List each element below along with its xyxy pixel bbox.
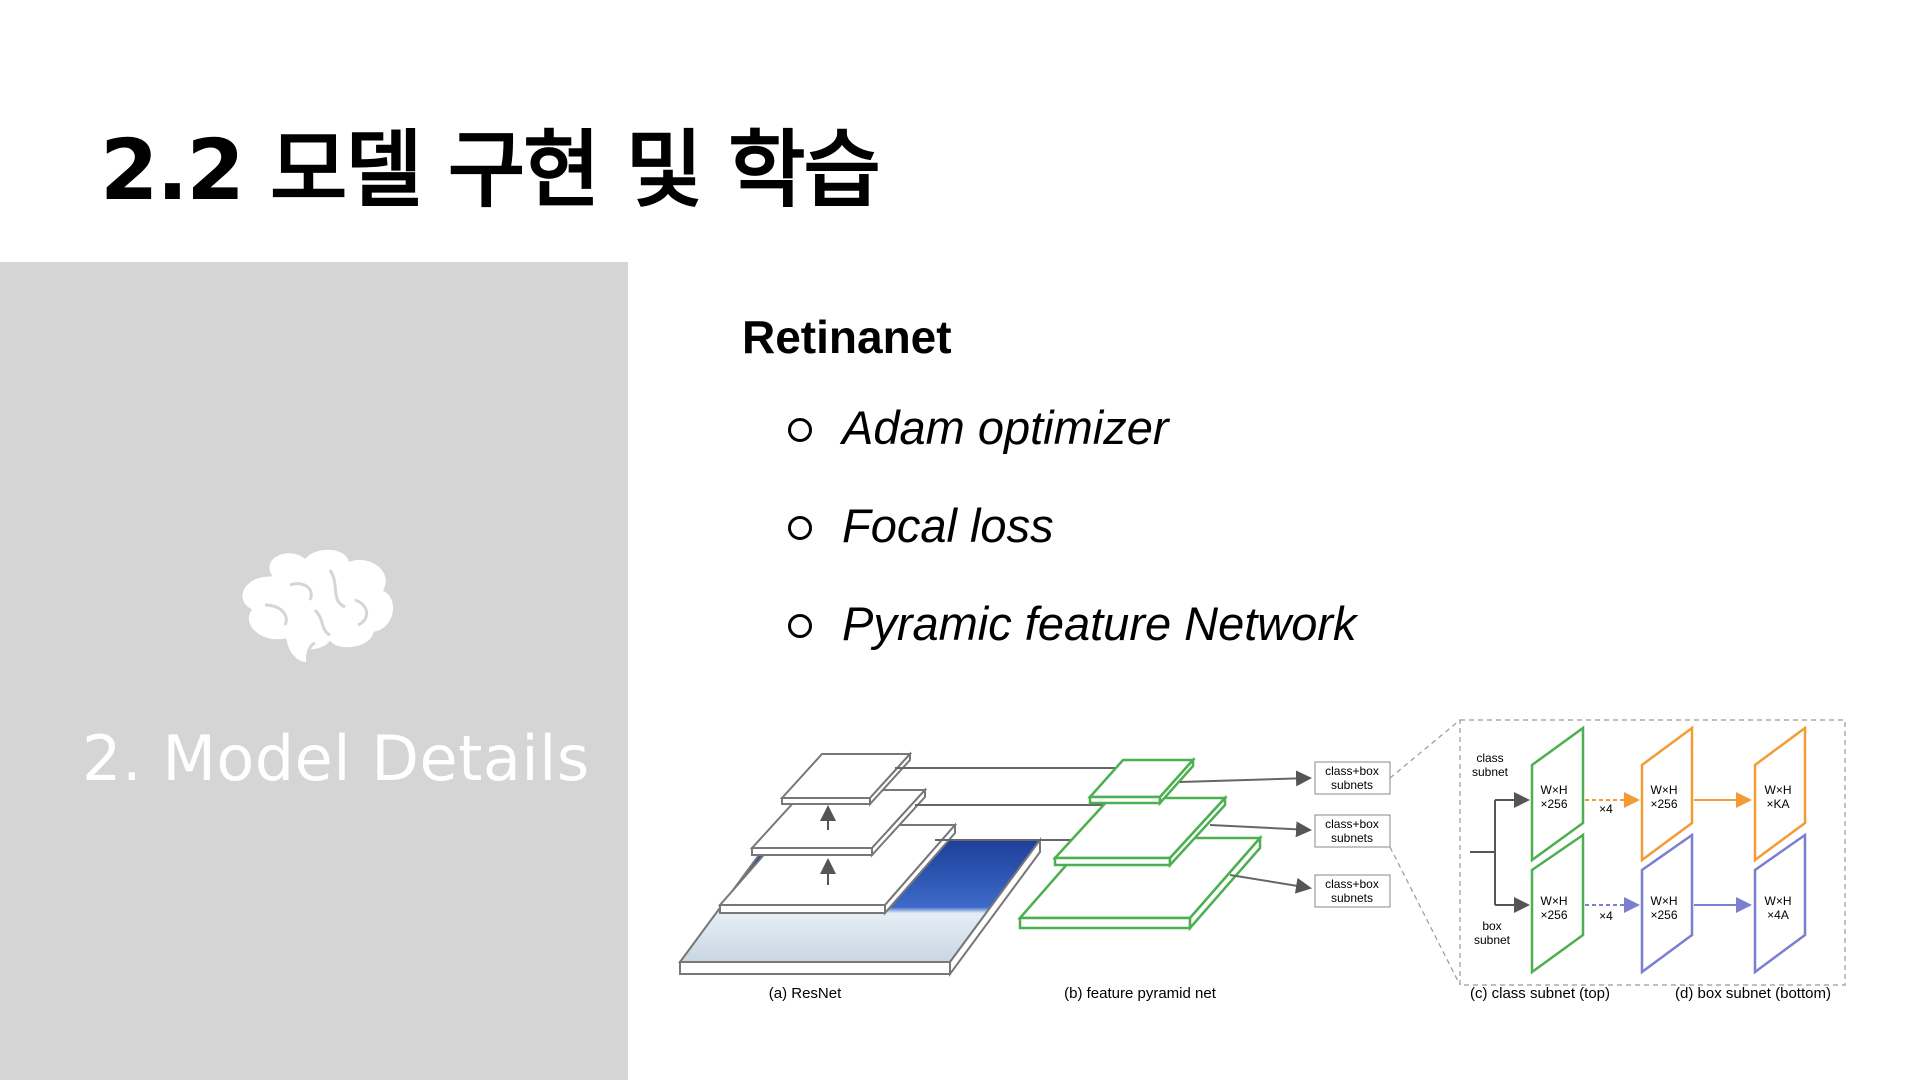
bullet-circle-icon bbox=[788, 418, 812, 442]
svg-text:class: class bbox=[1476, 751, 1503, 765]
bullet-circle-icon bbox=[788, 614, 812, 638]
bullet-text: Pyramic feature Network bbox=[842, 597, 1357, 650]
svg-text:W×H: W×H bbox=[1541, 894, 1568, 908]
svg-text:subnets: subnets bbox=[1331, 778, 1373, 792]
subnet-boxes: class+box subnets class+box subnets clas… bbox=[1314, 761, 1391, 908]
bullet-list: Adam optimizer Focal loss Pyramic featur… bbox=[788, 400, 1357, 694]
section-panel bbox=[0, 262, 628, 1080]
bullet-item: Pyramic feature Network bbox=[788, 596, 1357, 694]
caption-resnet: (a) ResNet bbox=[769, 985, 842, 1002]
subtitle: Retinanet bbox=[742, 311, 952, 363]
caption-fpn: (b) feature pyramid net bbox=[1064, 985, 1217, 1002]
svg-text:×KA: ×KA bbox=[1766, 797, 1789, 811]
bullet-text: Adam optimizer bbox=[842, 401, 1169, 454]
retinanet-diagram: class+box subnets class+box subnets clas… bbox=[678, 719, 1846, 1002]
bullet-item: Adam optimizer bbox=[788, 400, 1357, 498]
svg-text:W×H: W×H bbox=[1651, 894, 1678, 908]
svg-text:×256: ×256 bbox=[1540, 797, 1567, 811]
svg-text:×256: ×256 bbox=[1650, 908, 1677, 922]
svg-text:×256: ×256 bbox=[1650, 797, 1677, 811]
bullet-item: Focal loss bbox=[788, 498, 1357, 596]
svg-text:subnet: subnet bbox=[1474, 933, 1511, 947]
feature-pyramid bbox=[1017, 756, 1263, 932]
brain-icon bbox=[239, 546, 396, 665]
svg-text:subnets: subnets bbox=[1331, 831, 1373, 845]
svg-text:W×H: W×H bbox=[1541, 783, 1568, 797]
svg-text:×4: ×4 bbox=[1599, 802, 1613, 816]
bullet-text: Focal loss bbox=[842, 499, 1054, 552]
svg-text:×256: ×256 bbox=[1540, 908, 1567, 922]
svg-text:×4A: ×4A bbox=[1767, 908, 1789, 922]
svg-text:subnets: subnets bbox=[1331, 891, 1373, 905]
caption-class-subnet: (c) class subnet (top) bbox=[1470, 985, 1610, 1002]
bullet-circle-icon bbox=[788, 516, 812, 540]
subnet-detail: class subnet box subnet W×H ×256 W×H ×25… bbox=[1470, 725, 1807, 975]
svg-text:W×H: W×H bbox=[1765, 783, 1792, 797]
svg-text:W×H: W×H bbox=[1765, 894, 1792, 908]
svg-text:box: box bbox=[1482, 919, 1501, 933]
slide-title: 2.2 모델 구현 및 학습 bbox=[100, 121, 881, 219]
svg-text:subnet: subnet bbox=[1472, 765, 1509, 779]
caption-box-subnet: (d) box subnet (bottom) bbox=[1675, 985, 1831, 1002]
svg-text:W×H: W×H bbox=[1651, 783, 1678, 797]
svg-text:class+box: class+box bbox=[1325, 877, 1379, 891]
section-title: 2. Model Details bbox=[82, 722, 590, 795]
svg-text:class+box: class+box bbox=[1325, 817, 1379, 831]
resnet-stack bbox=[678, 751, 1042, 978]
svg-text:class+box: class+box bbox=[1325, 764, 1379, 778]
svg-text:×4: ×4 bbox=[1599, 909, 1613, 923]
